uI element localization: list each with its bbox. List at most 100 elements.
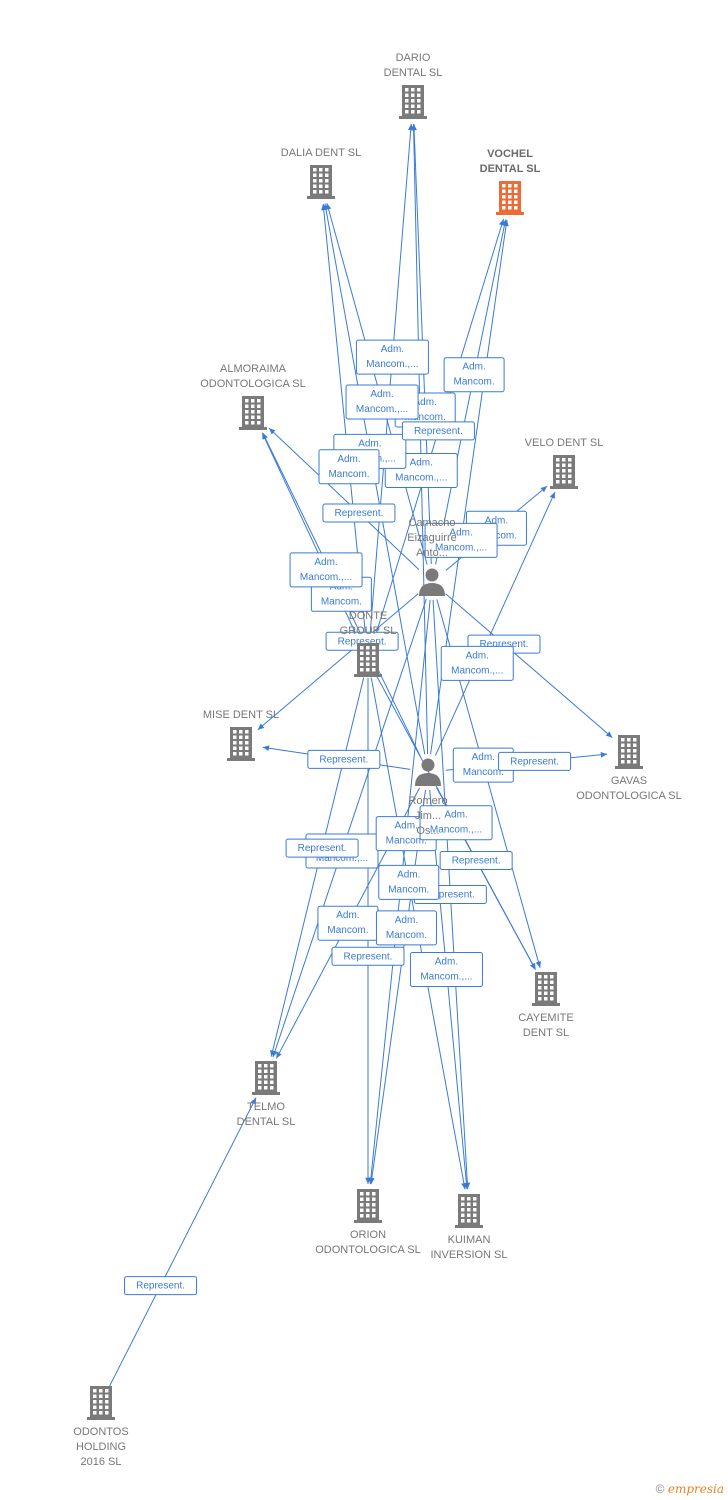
edge-camacho-to-telmo xyxy=(272,598,427,1058)
edge-label-text: Adm. xyxy=(485,515,508,526)
copyright-symbol: © xyxy=(655,1482,665,1496)
edge-label-text: Adm. xyxy=(435,957,458,968)
node-cayemite[interactable]: CAYEMITE DENT SL xyxy=(518,972,574,1039)
edge-label-donte-to-telmo[interactable]: Represent. xyxy=(285,838,359,858)
edge-label-text: Represent. xyxy=(452,856,501,867)
node-label: INVERSION SL xyxy=(430,1249,507,1261)
edge-label-camacho-to-dalia[interactable]: Adm.Mancom.,... xyxy=(345,384,419,420)
edge-label-text: Represent. xyxy=(334,508,383,519)
edge-label-box xyxy=(289,552,363,588)
building-icon xyxy=(455,1194,483,1228)
node-label: DENTAL SL xyxy=(237,1116,296,1128)
node-label: ORION xyxy=(350,1229,386,1241)
node-label: HOLDING xyxy=(76,1441,126,1453)
edge-label-box xyxy=(322,503,396,523)
building-icon xyxy=(307,165,335,199)
node-label: DARIO xyxy=(396,52,431,64)
edge-label-box xyxy=(378,864,440,900)
edge-label-text: Adm. xyxy=(449,527,472,538)
edge-label-donte-to-almoraima[interactable]: Adm.Mancom.,... xyxy=(289,552,363,588)
edge-label-text: Mancom.,... xyxy=(366,359,418,370)
node-dalia[interactable]: DALIA DENT SL xyxy=(281,147,362,199)
edge-label-donte-to-dalia[interactable]: Adm.Mancom. xyxy=(318,449,380,485)
edge-label-text: Represent. xyxy=(136,1281,185,1292)
edge-label-text: Mancom. xyxy=(321,596,362,607)
edge-label-text: Adm. xyxy=(410,458,433,469)
node-label: MISE DENT SL xyxy=(203,709,279,721)
edge-label-text: Adm. xyxy=(397,869,420,880)
edge-label-donte-to-vochel[interactable]: Represent. xyxy=(401,421,475,441)
node-label: VELO DENT SL xyxy=(525,437,604,449)
edge-label-romero-to-orion[interactable]: Adm. Mancom. xyxy=(375,910,437,946)
edge-label-donte-to-cayemite[interactable]: Adm.Mancom.,... xyxy=(419,805,493,841)
edge-donte-to-dario xyxy=(368,123,414,643)
node-label: GAVAS xyxy=(611,775,647,787)
edge-label-text: Represent. xyxy=(426,890,475,901)
building-icon xyxy=(615,735,643,769)
edge-label-text: Mancom.,... xyxy=(420,972,472,983)
edge-label-text: Mancom. xyxy=(463,767,504,778)
edge-label-donte-to-dario[interactable]: Adm.Mancom.,... xyxy=(355,339,429,375)
edge-label-romero-to-cayemite[interactable]: Represent. xyxy=(439,851,513,871)
edge-label-box xyxy=(318,449,380,485)
edge-labels-layer: Adm. Mancom. Adm. Mancom.,... Adm. Mancom. Rep… xyxy=(124,339,572,1296)
edge-label-box xyxy=(124,1276,198,1296)
edge-label-donte-to-kuiman[interactable]: Adm.Mancom. xyxy=(378,864,440,900)
node-label: DENT SL xyxy=(523,1027,569,1039)
edge-label-romero-to-velo[interactable]: Adm.Mancom.,... xyxy=(440,645,514,681)
building-icon xyxy=(532,972,560,1006)
edge-label-text: Mancom. xyxy=(386,930,427,941)
node-label: Eizaguirre xyxy=(407,532,457,544)
node-label: DALIA DENT SL xyxy=(281,147,362,159)
node-label: Camacho xyxy=(408,517,455,529)
edge-label-text: Adm. xyxy=(395,915,418,926)
edge-label-camacho-to-almoraima[interactable]: Represent. xyxy=(322,503,396,523)
node-camacho[interactable]: CamachoEizaguirreAnto... xyxy=(407,517,457,596)
edge-label-text: Adm. xyxy=(472,752,495,763)
building-icon xyxy=(399,85,427,119)
edge-label-text: Adm. xyxy=(462,362,485,373)
edge-label-odontos-to-telmo[interactable]: Represent. xyxy=(124,1276,198,1296)
node-label: VOCHEL xyxy=(487,148,533,160)
edge-label-box xyxy=(440,645,514,681)
node-label: ODONTOLOGICA SL xyxy=(576,790,682,802)
node-romero[interactable]: RomeroJim...Os... xyxy=(408,758,448,838)
node-label: CAYEMITE xyxy=(518,1012,573,1024)
edge-label-box xyxy=(345,384,419,420)
edge-label-box xyxy=(355,339,429,375)
edge-label-text: Represent. xyxy=(480,639,529,650)
node-velo[interactable]: VELO DENT SL xyxy=(525,437,604,489)
node-label: Os... xyxy=(416,825,439,837)
edge-label-camacho-to-vochel[interactable]: Adm.Mancom. xyxy=(443,357,505,393)
node-gavas[interactable]: GAVAS ODONTOLOGICA SL xyxy=(576,735,682,802)
edge-label-text: Represent. xyxy=(319,754,368,765)
edge-label-text: Represent. xyxy=(298,843,347,854)
edge-label-romero-to-kuiman[interactable]: Adm. Mancom.,... xyxy=(409,952,483,988)
edge-label-text: Mancom. xyxy=(386,836,427,847)
edge-label-text: Adm. xyxy=(336,910,359,921)
edge-label-romero-to-gavas[interactable]: Represent. xyxy=(498,751,572,771)
edge-label-romero-to-vochel[interactable]: Adm.Mancom.,... xyxy=(424,522,498,558)
edge-label-romero-to-mise[interactable]: Represent. xyxy=(307,749,381,769)
node-label: Romero xyxy=(408,795,447,807)
node-mise[interactable]: MISE DENT SL xyxy=(203,709,279,761)
person-icon xyxy=(419,568,445,596)
node-label: ODONTOS xyxy=(73,1426,128,1438)
edge-odontos-to-telmo xyxy=(108,1097,257,1388)
edge-label-text: Mancom.,... xyxy=(451,665,503,676)
edge-label-text: Mancom. xyxy=(328,469,369,480)
edge-label-donte-to-orion[interactable]: Represent. xyxy=(331,946,405,966)
node-label: Anto... xyxy=(416,547,448,559)
edge-label-text: Represent. xyxy=(510,756,559,767)
footer-brand[interactable]: © empresia xyxy=(656,1482,724,1496)
edge-label-romero-to-telmo[interactable]: Adm.Mancom. xyxy=(317,905,379,941)
